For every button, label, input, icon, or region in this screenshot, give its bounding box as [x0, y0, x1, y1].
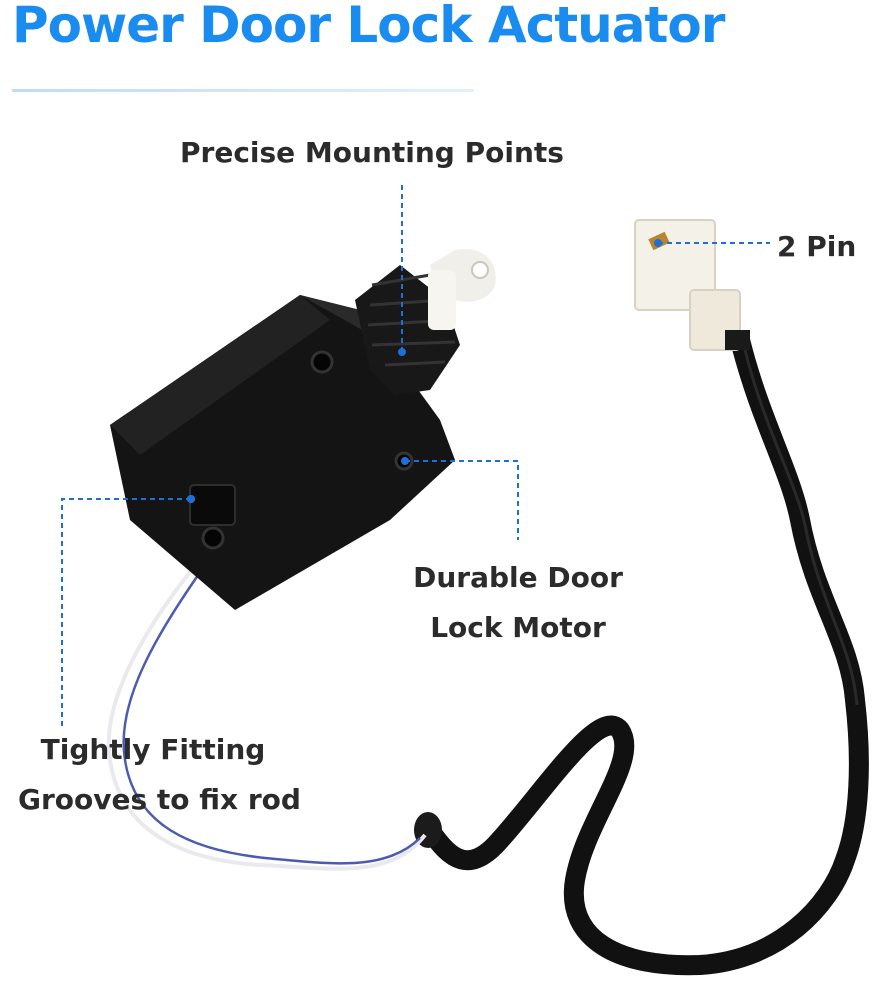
callout-mounting-points: Precise Mounting Points: [180, 136, 564, 169]
title-underline: [12, 89, 474, 92]
actuator-body: [110, 249, 496, 610]
callout-dots: [187, 239, 662, 503]
product-title: Power Door Lock Actuator: [12, 0, 725, 54]
connector: [634, 219, 750, 351]
blue-wire: [122, 564, 421, 865]
callout-2-pin: 2 Pin: [777, 230, 857, 263]
callout-motor-line1: Durable Door: [413, 561, 623, 594]
callout-grooves-line2: Grooves to fix rod: [18, 783, 301, 816]
callout-lines: [61, 185, 770, 730]
white-wire: [106, 558, 427, 871]
callout-grooves-line1: Tightly Fitting: [40, 733, 266, 766]
callout-motor-line2: Lock Motor: [430, 611, 606, 644]
black-cable: [420, 330, 869, 976]
